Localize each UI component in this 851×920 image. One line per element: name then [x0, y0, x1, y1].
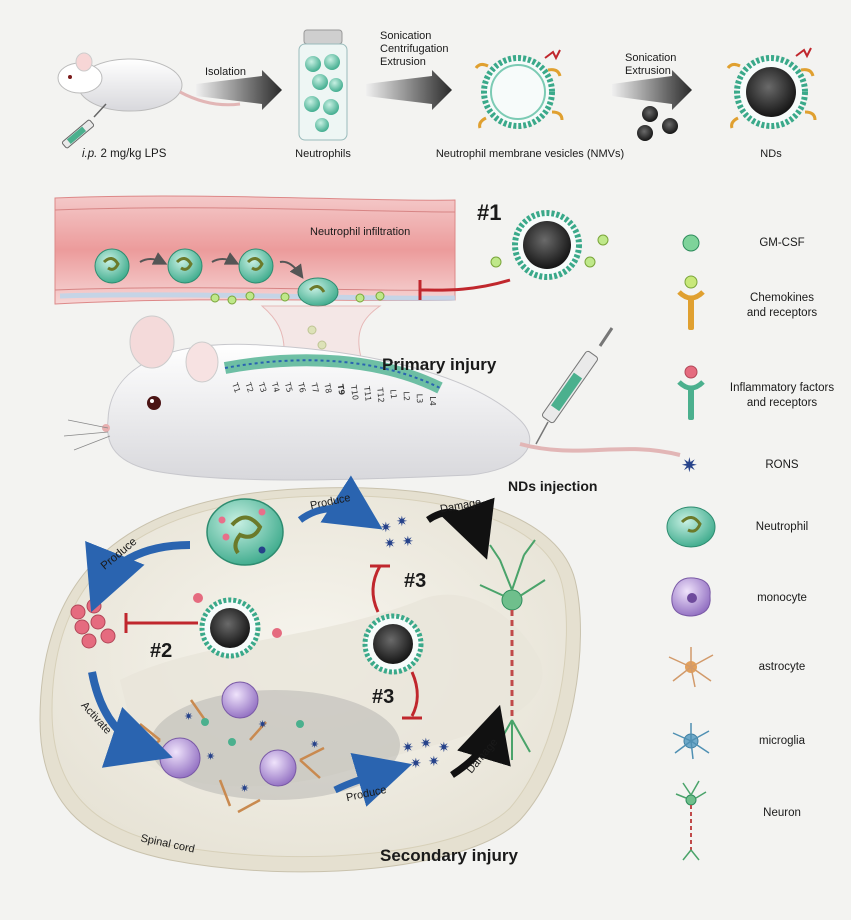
inflammatory-factors-cluster [70, 598, 116, 649]
inhibition-3-up [371, 565, 382, 613]
damage-arrow-top [426, 497, 495, 560]
syringe-icon [61, 103, 107, 149]
spine-label-t1: T1 [230, 381, 242, 394]
svg-text:✷: ✷ [438, 739, 450, 755]
spine-label-t2: T2 [243, 381, 255, 394]
nds-injection-syringe [535, 327, 614, 445]
svg-text:✷: ✷ [402, 739, 414, 755]
neutrophil-icon [666, 506, 716, 548]
migrating-neutrophils [94, 248, 339, 307]
legend-neuron: Neuron [763, 806, 801, 819]
marker-3a: #3 [404, 570, 427, 592]
neutrophil-in-cord [206, 498, 284, 566]
legend-chemokines: Chemokines and receptors [746, 292, 818, 319]
processing-arrow [366, 70, 452, 110]
legend-astrocyte: astrocyte [758, 660, 806, 673]
svg-text:✷: ✷ [380, 519, 392, 535]
spine-label-t10: T10 [349, 384, 360, 401]
svg-text:✷: ✷ [420, 735, 432, 751]
spine-label-t4: T4 [269, 380, 281, 393]
chemokine-receptor-icon [677, 275, 705, 330]
nd-particle-3 [362, 613, 424, 675]
spine-label-t11: T11 [362, 385, 373, 402]
neutrophil-vial-icon [298, 29, 348, 141]
marker-3b: #3 [372, 686, 395, 708]
astrocyte-icon [668, 647, 714, 688]
nd-particle-1 [490, 210, 609, 280]
legend-icons: ✷ [666, 234, 716, 861]
neutrophils-label: Neutrophils [295, 148, 351, 160]
svg-text:✷: ✷ [410, 755, 422, 771]
spine-label-t5: T5 [283, 381, 294, 394]
marker-2: #2 [150, 640, 173, 662]
spine-label-t9: T9 [336, 383, 347, 396]
marker-1: #1 [477, 200, 502, 225]
damage-arrow-bottom [450, 704, 511, 778]
spine-label-t8: T8 [322, 382, 333, 394]
inhibition-3-down [410, 671, 419, 717]
monocyte-icon [671, 577, 711, 617]
spine-label-t6: T6 [296, 381, 307, 394]
activate-arrow [88, 671, 173, 768]
nds-injection-label: NDs injection [508, 478, 598, 494]
neutrophil-infiltration-label: Neutrophil infiltration [310, 226, 411, 238]
preparation-row [57, 29, 817, 149]
svg-text:✷: ✷ [258, 719, 267, 731]
legend-gm-csf: GM-CSF [759, 236, 805, 249]
isolation-arrow [196, 70, 282, 110]
primary-injury-label: Primary injury [382, 355, 497, 374]
produce-arrow-left [85, 540, 191, 613]
gm-csf-icon [682, 234, 700, 252]
inflammatory-receptor-icon [677, 365, 705, 420]
neuron-icon [675, 780, 707, 861]
coating-arrow [612, 70, 692, 110]
spine-label-l1: L1 [388, 389, 398, 399]
nd-particle-icon [726, 47, 817, 129]
svg-text:✷: ✷ [240, 783, 249, 795]
legend-rons: RONS [765, 458, 799, 471]
produce-arrow-top [297, 475, 383, 530]
svg-text:✷: ✷ [384, 535, 396, 551]
produce-arrow-bottom [333, 753, 413, 807]
nd-particle-2 [193, 593, 282, 659]
svg-text:✷: ✷ [428, 753, 440, 769]
nmv-vesicle-icon [474, 49, 564, 129]
svg-text:✷: ✷ [184, 711, 193, 723]
nanoparticle-cores [637, 106, 678, 141]
legend-neutrophil: Neutrophil [755, 520, 809, 533]
rons-cluster-bottom: ✷ ✷ ✷ ✷ ✷ [402, 735, 450, 771]
legend-monocyte: monocyte [757, 591, 807, 604]
lps-dose-label: i.p. 2 mg/kg LPS [82, 148, 167, 160]
svg-text:✷: ✷ [396, 513, 408, 529]
donor-mouse-icon [57, 52, 241, 112]
spine-label-t3: T3 [256, 380, 268, 393]
svg-text:✷: ✷ [402, 533, 414, 549]
coating-steps-label: Sonication Extrusion [625, 52, 677, 77]
spine-label-t12: T12 [375, 386, 385, 403]
svg-text:✷: ✷ [206, 751, 215, 763]
processing-steps-label: Sonication Centrifugation Extrusion [380, 30, 449, 68]
rons-icon: ✷ [681, 455, 698, 477]
nds-label: NDs [760, 148, 782, 160]
secondary-injury-label: Secondary injury [380, 846, 518, 865]
isolation-label: Isolation [205, 66, 246, 78]
injured-mouse [63, 315, 681, 481]
spine-label-l2: L2 [402, 391, 411, 401]
nmv-label: Neutrophil membrane vesicles (NMVs) [435, 148, 625, 160]
spine-label-t7: T7 [309, 381, 320, 394]
rons-cluster-top: ✷ ✷ ✷ ✷ [380, 513, 414, 551]
spine-label-l3: L3 [415, 394, 424, 404]
svg-text:✷: ✷ [310, 739, 319, 751]
legend-inflammatory: Inflammatory factors and receptors [729, 382, 835, 409]
inhibition-1 [419, 278, 511, 292]
microglia-icon [672, 723, 710, 760]
legend-microglia: microglia [758, 734, 805, 747]
spine-label-l4: L4 [428, 396, 437, 406]
